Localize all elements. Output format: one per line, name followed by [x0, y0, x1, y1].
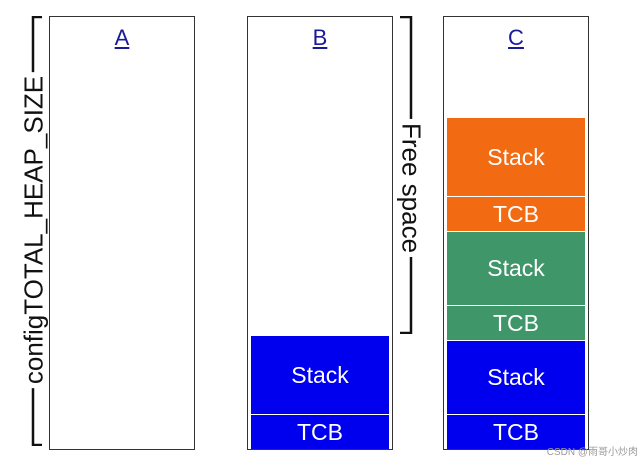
- free-space-label: Free space: [395, 118, 427, 258]
- column-c-title: C: [508, 25, 524, 50]
- task2-tcb-block: TCB: [447, 306, 585, 340]
- task3-stack-block: Stack: [447, 118, 585, 196]
- watermark: CSDN @雨哥小炒肉: [546, 447, 638, 458]
- task1-tcb-block: TCB: [447, 415, 585, 449]
- heap-column-b: B Stack TCB: [247, 16, 393, 450]
- heap-column-c: C Stack TCB Stack TCB Stack TCB: [443, 16, 589, 450]
- column-a-title: A: [114, 25, 130, 50]
- task3-tcb-block: TCB: [447, 197, 585, 231]
- task1-stack-block: Stack: [251, 336, 389, 414]
- task1-stack-block: Stack: [447, 341, 585, 414]
- heap-size-label: configTOTAL_HEAP_SIZE: [18, 71, 50, 389]
- task1-tcb-block: TCB: [251, 415, 389, 449]
- heap-column-a: A: [49, 16, 195, 450]
- column-b-title: B: [312, 25, 328, 50]
- task2-stack-block: Stack: [447, 232, 585, 305]
